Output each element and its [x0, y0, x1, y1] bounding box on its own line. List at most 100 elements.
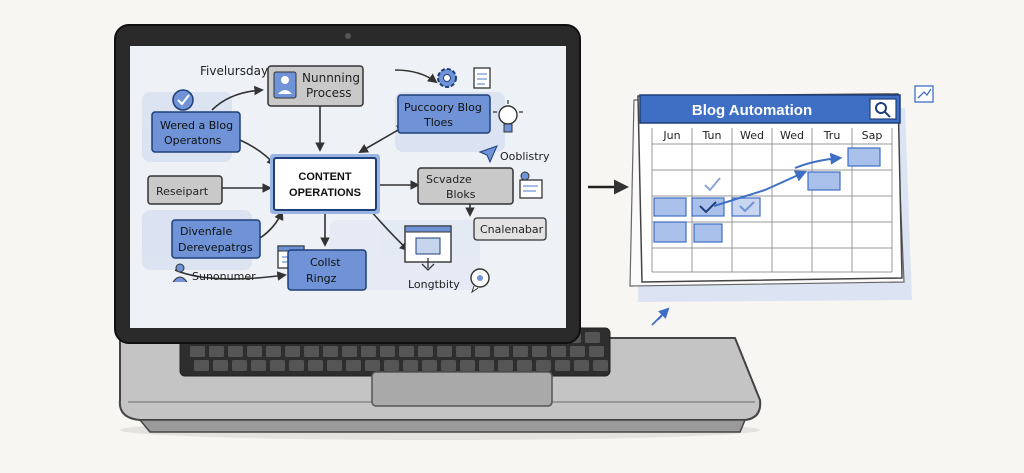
node-deliverables-line1: Divenfale: [180, 225, 232, 238]
keyboard-key: [460, 360, 475, 371]
calendar-header: [639, 94, 901, 124]
flow-top-label: Fivelursday: [200, 64, 268, 78]
document-icon: [473, 67, 491, 89]
keyboard-key: [308, 360, 323, 371]
day-label: Wed: [780, 129, 804, 142]
node-blog-tiles-line2: Tloes: [423, 116, 453, 129]
node-longevity-label: Longtbity: [408, 278, 460, 291]
keyboard-key: [365, 360, 380, 371]
keyboard-key: [232, 360, 247, 371]
node-planning-line1: Nunnning: [302, 71, 360, 85]
node-research-label: Reseipart: [156, 185, 209, 198]
node-summary-label: Sunonumer: [192, 270, 256, 283]
node-blog-ops-line2: Operatons: [164, 134, 222, 147]
search-icon: [875, 102, 891, 118]
node-blog-tiles: Puccoory Blog Tloes: [397, 94, 491, 134]
keyboard-key: [213, 360, 228, 371]
keyboard-key: [304, 346, 319, 357]
keyboard-key: [194, 360, 209, 371]
node-planning: Nunnning Process: [267, 65, 364, 107]
node-calendar: Cnalenabar: [473, 217, 547, 241]
keyboard-key: [327, 360, 342, 371]
node-content-rings-line1: Collst: [310, 256, 341, 269]
search-button[interactable]: [869, 98, 897, 120]
scheduled-cell: [691, 197, 725, 217]
day-label: Wed: [740, 129, 764, 142]
check-icon: [699, 201, 717, 214]
keyboard-key: [437, 346, 452, 357]
day-label: Tru: [823, 129, 841, 142]
keyboard-key: [209, 346, 224, 357]
keyboard-key: [323, 346, 338, 357]
gear-icon: [437, 68, 457, 88]
node-blog-tiles-line1: Puccoory Blog: [404, 101, 482, 114]
node-schedule-line2: Bloks: [446, 188, 476, 201]
keyboard-key: [270, 360, 285, 371]
user-share-icon: [519, 171, 543, 199]
keyboard-key: [585, 332, 600, 343]
keyboard-key: [574, 360, 589, 371]
keyboard-key: [285, 346, 300, 357]
calendar-day-headers: Jun Tun Wed Wed Tru Sap: [662, 129, 882, 142]
chat-bubble-icon: [470, 268, 490, 294]
keyboard-key: [403, 360, 418, 371]
scheduled-cell: [693, 223, 723, 243]
keyboard-key: [479, 360, 494, 371]
keyboard-key: [266, 346, 281, 357]
keyboard-key: [517, 360, 532, 371]
node-content-rings-line2: Ringz: [306, 272, 337, 285]
scheduled-cells: [653, 147, 881, 243]
keyboard-key: [228, 346, 243, 357]
calendar-card: Blog Automation Jun Tun Wed Wed Tru Sap: [629, 85, 934, 326]
day-label: Sap: [862, 129, 883, 142]
center-line1: CONTENT: [298, 171, 351, 183]
keyboard-key: [342, 346, 357, 357]
node-calendar-label: Cnalenabar: [480, 223, 544, 236]
center-line2: OPERATIONS: [289, 187, 361, 199]
day-label: Tun: [702, 129, 722, 142]
keyboard-key: [475, 346, 490, 357]
external-link-icon: [914, 85, 934, 103]
person-icon: [172, 263, 188, 283]
keyboard-key: [536, 360, 551, 371]
node-schedule-line1: Scvadze: [426, 173, 472, 186]
keyboard-key: [380, 346, 395, 357]
keyboard-key: [551, 346, 566, 357]
node-schedule: Scvadze Bloks: [417, 167, 514, 205]
scheduled-cell: [653, 197, 687, 217]
keyboard-key: [346, 360, 361, 371]
keyboard-key: [593, 360, 608, 371]
keyboard-key: [247, 346, 262, 357]
keyboard-key: [190, 346, 205, 357]
keyboard-key: [513, 346, 528, 357]
keyboard-key: [494, 346, 509, 357]
keyboard-key: [570, 346, 585, 357]
keyboard-key: [422, 360, 437, 371]
calendar-title: Blog Automation: [692, 102, 812, 119]
scheduled-cell: [653, 221, 687, 243]
keyboard-key: [441, 360, 456, 371]
check-icon: [704, 177, 721, 192]
node-deliverables-line2: Derevepatrgs: [178, 241, 253, 254]
scheduled-cell: [807, 171, 841, 191]
node-planning-line2: Process: [306, 86, 352, 100]
keyboard-key: [532, 346, 547, 357]
check-icon: [739, 201, 755, 213]
scheduled-cell: [731, 197, 761, 217]
node-blog-ops: Wered a Blog Operatons: [151, 111, 241, 153]
keyboard-key: [251, 360, 266, 371]
keyboard-key: [384, 360, 399, 371]
upload-window-icon: [404, 225, 452, 271]
keyboard-key: [456, 346, 471, 357]
day-label: Jun: [662, 129, 680, 142]
node-research: Reseipart: [147, 175, 223, 205]
scheduled-cell: [847, 147, 881, 167]
trend-arrow-icon: [713, 152, 843, 207]
keyboard-key: [361, 346, 376, 357]
lightbulb-icon: [493, 100, 523, 133]
flowchart: Fivelursday Nunnning Process We: [147, 64, 550, 294]
cursor-arrow-icon: [651, 307, 670, 326]
node-content-operations: CONTENT OPERATIONS: [270, 154, 380, 214]
node-visibility-label: Ooblistry: [500, 150, 550, 163]
